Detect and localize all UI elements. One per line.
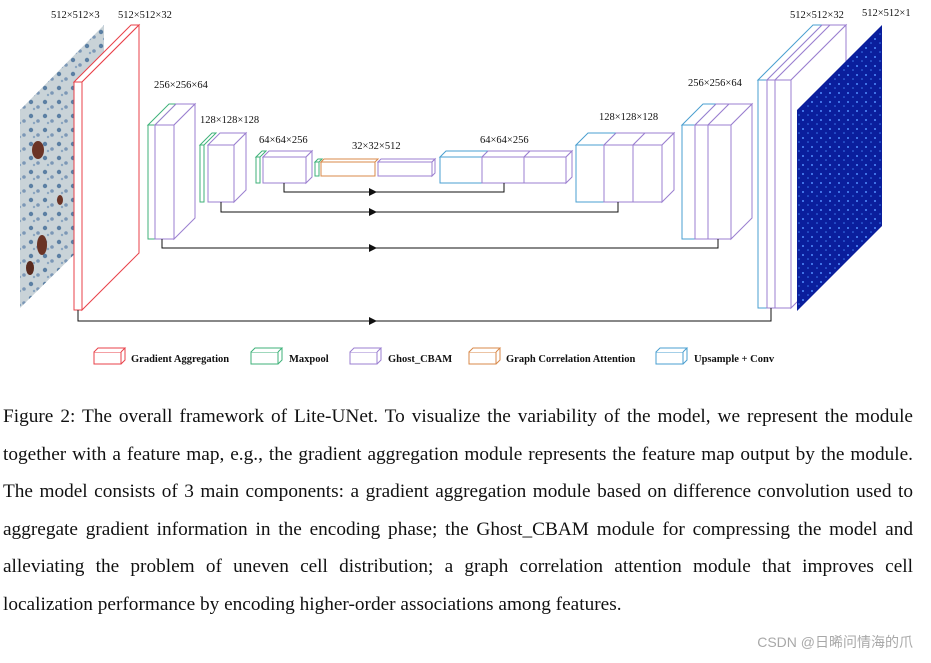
legend-item-upsample-conv: Upsample + Conv — [655, 347, 775, 365]
watermark: CSDN @日晞问情海的爪 — [757, 634, 913, 650]
dim-label-encoder-1: 256×256×64 — [154, 80, 209, 91]
dim-label-gradient-aggregation: 512×512×32 — [118, 10, 172, 21]
skip-connections — [77, 183, 772, 325]
architecture-diagram: 512×512×3 512×512×32 256×256×64 128×128×… — [20, 8, 911, 365]
figure-caption: Figure 2: The overall framework of Lite-… — [3, 398, 913, 624]
dim-label-input: 512×512×3 — [51, 10, 100, 21]
legend-item-graph-correlation-attention: Graph Correlation Attention — [468, 347, 635, 365]
decoder-block-2 — [574, 131, 676, 204]
encoder-block-2 — [198, 131, 248, 204]
output-feature-map — [797, 25, 882, 311]
dim-label-output: 512×512×1 — [862, 8, 911, 19]
gradient-aggregation-block — [72, 23, 141, 312]
legend-label: Gradient Aggregation — [131, 354, 229, 365]
dim-label-decoder-1: 256×256×64 — [688, 78, 743, 89]
legend-label: Ghost_CBAM — [388, 354, 452, 365]
legend-item-ghost-cbam: Ghost_CBAM — [349, 347, 452, 365]
encoder-block-1 — [146, 102, 197, 241]
caption-text: Figure 2: The overall framework of Lite-… — [3, 406, 913, 615]
dim-label-bottleneck: 32×32×512 — [352, 141, 401, 152]
legend-item-maxpool: Maxpool — [250, 347, 329, 365]
decoder-block-3 — [438, 149, 574, 185]
encoder-block-3 — [254, 149, 314, 185]
dim-label-decoder-3: 64×64×256 — [480, 135, 529, 146]
legend-label: Maxpool — [289, 354, 329, 365]
dim-label-encoder-3: 64×64×256 — [259, 135, 308, 146]
dim-label-decoder-0: 512×512×32 — [790, 10, 844, 21]
legend-label: Graph Correlation Attention — [506, 354, 635, 365]
decoder-block-1 — [680, 102, 754, 241]
dim-label-encoder-2: 128×128×128 — [200, 115, 259, 126]
legend-label: Upsample + Conv — [694, 354, 775, 365]
bottleneck-block — [313, 157, 437, 178]
dim-label-decoder-2: 128×128×128 — [599, 112, 658, 123]
legend: Gradient Aggregation Maxpool Ghost_CBAM … — [93, 347, 775, 365]
legend-item-gradient-aggregation: Gradient Aggregation — [93, 347, 229, 365]
